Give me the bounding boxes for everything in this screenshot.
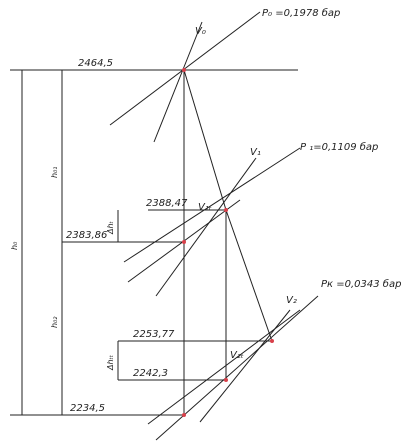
label-h2: h₀₂: [50, 316, 59, 328]
process-line-2: [225, 209, 273, 342]
label-v0: V₀: [195, 26, 206, 37]
value-i2: 2242,3: [133, 368, 168, 379]
point-k: [182, 413, 186, 417]
label-p0: P₀ =0,1978 бар: [262, 7, 340, 19]
label-h0: h₀: [10, 241, 19, 250]
label-v1: V₁: [250, 147, 261, 158]
isobar-p1-upper: [123, 147, 301, 263]
point-1: [182, 240, 186, 244]
isochore-v2: [199, 309, 291, 423]
label-dh1: Δhₜ: [106, 220, 115, 235]
value-i1t: 2388,47: [146, 198, 188, 209]
label-dh2: Δhₜₜ: [106, 354, 115, 371]
process-line-1: [183, 69, 227, 211]
label-v2t: V₂ₜ: [230, 350, 244, 361]
label-p1: P ₁=0,1109 бар: [300, 141, 378, 153]
value-i1: 2383,86: [66, 230, 107, 241]
isobar-pk-lower: [147, 309, 301, 425]
isobar-pk-upper: [155, 295, 319, 441]
point-2t: [270, 339, 274, 343]
point-2: [224, 378, 228, 382]
isochore-v0: [153, 21, 203, 143]
value-i0: 2464,5: [78, 58, 113, 69]
label-h1: h₀₁: [50, 167, 59, 178]
value-i2t: 2253,77: [133, 329, 175, 340]
isochore-v1: [155, 157, 257, 297]
label-pk: Pк =0,0343 бар: [321, 278, 401, 290]
label-v1t: V₁ₜ: [198, 202, 212, 213]
value-ik: 2234,5: [70, 403, 105, 414]
point-1t: [224, 208, 228, 212]
label-v2: V₂: [286, 295, 297, 306]
point-0: [182, 68, 186, 72]
